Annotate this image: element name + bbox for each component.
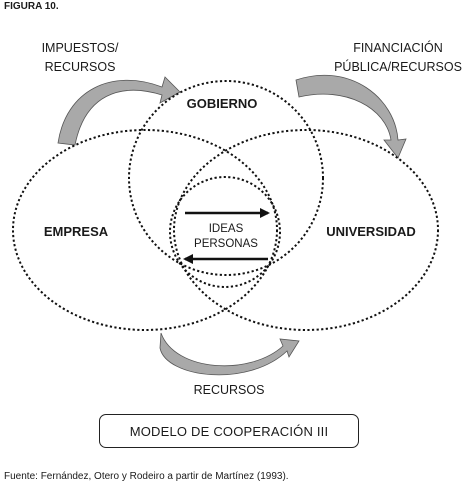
flow-label-top-left-2: RECURSOS (45, 60, 116, 74)
source-note: Fuente: Fernández, Otero y Rodeiro a par… (4, 471, 289, 482)
label-ideas: IDEAS (209, 223, 244, 235)
figure-label: FIGURA 10. (4, 1, 59, 12)
label-gobierno: GOBIERNO (187, 96, 258, 111)
circle-gobierno (128, 80, 324, 276)
label-personas: PERSONAS (194, 238, 258, 250)
flow-arrow-bottom (159, 332, 300, 376)
circle-empresa (12, 129, 278, 331)
circle-universidad (173, 129, 439, 331)
flow-label-top-right-2: PÚBLICA/RECURSOS (334, 59, 462, 74)
flow-label-top-right-1: FINANCIACIÓN (353, 40, 443, 55)
caption-box: MODELO DE COOPERACIÓN III (99, 414, 359, 448)
flow-label-bottom: RECURSOS (194, 383, 265, 397)
flow-label-top-left-1: IMPUESTOS/ (42, 41, 119, 55)
label-empresa: EMPRESA (44, 224, 109, 239)
flow-arrow-top-left (57, 76, 181, 146)
label-universidad: UNIVERSIDAD (326, 224, 416, 239)
flow-arrow-top-right (295, 74, 407, 159)
circle-center (169, 176, 281, 288)
caption-text: MODELO DE COOPERACIÓN III (129, 423, 329, 439)
